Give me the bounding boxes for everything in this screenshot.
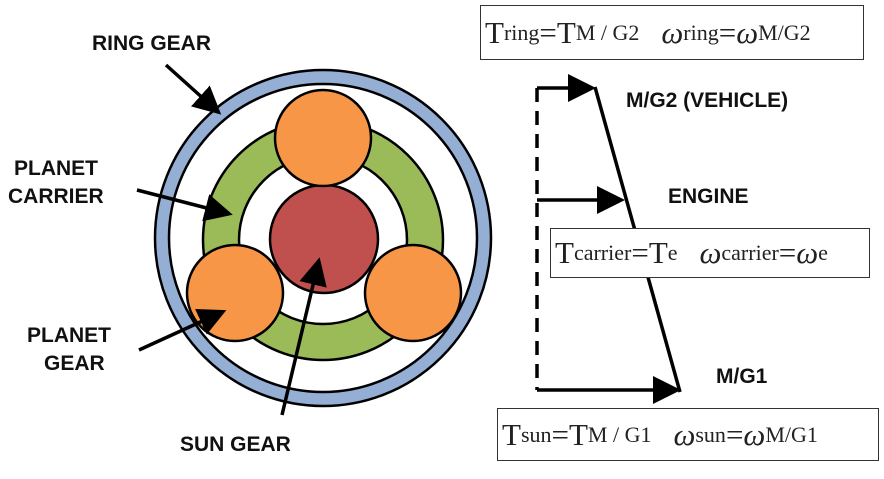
eq-subscript: ring	[503, 19, 540, 45]
eq-symbol: ω	[673, 416, 696, 452]
eq-sign: =	[551, 416, 569, 452]
eq-symbol: T	[568, 416, 588, 452]
eq-symbol: ω	[699, 235, 722, 270]
eq-sign: =	[539, 14, 557, 50]
planet-carrier-label-line1: PLANET	[14, 157, 98, 180]
planet-gear-right	[363, 243, 463, 343]
eq-subscript: e	[818, 240, 828, 265]
eq-subscript: M / G1	[587, 421, 652, 447]
mg2-label: M/G2 (VEHICLE)	[626, 89, 789, 112]
eq-symbol: T	[502, 416, 521, 452]
eq-symbol: ω	[661, 14, 684, 50]
sun-gear	[268, 183, 380, 295]
eq-symbol: T	[556, 14, 576, 50]
planet-carrier-arrow	[136, 188, 233, 222]
eq-subscript: sun	[520, 421, 552, 447]
eq-subscript: ring	[683, 19, 719, 45]
sun-gear-arrow	[280, 257, 327, 416]
eq-subscript: carrier	[721, 240, 779, 265]
eq-subscript: M / G2	[575, 19, 640, 45]
planet-gear-arrow	[138, 308, 227, 352]
eq-symbol: ω	[743, 416, 766, 452]
eq-subscript: sun	[695, 421, 726, 447]
eq-sign: =	[725, 416, 744, 452]
eq-symbol: ω	[736, 14, 759, 50]
eq-sign: =	[778, 235, 797, 270]
planet-gear-top	[273, 88, 373, 188]
eq-symbol: T	[648, 235, 668, 270]
ring-gear-outer-edge	[153, 68, 493, 408]
ring-gear	[155, 70, 491, 406]
ring-gear-inner-edge	[167, 82, 479, 394]
eq-subscript: M/G2	[758, 19, 811, 45]
eq-sign: =	[718, 14, 737, 50]
ring-gear-label: RING GEAR	[92, 32, 212, 55]
ring-gear-arrow	[164, 63, 222, 115]
eq-symbol: ω	[796, 235, 819, 270]
eq-subscript: e	[667, 240, 678, 265]
planet-gear-left	[185, 243, 285, 343]
sun-gear-label: SUN GEAR	[180, 433, 291, 456]
eq-symbol: T	[485, 14, 504, 50]
engine-label: ENGINE	[668, 185, 749, 208]
planet-carrier-label-line2: CARRIER	[8, 185, 104, 208]
eq-sign: =	[631, 235, 649, 270]
mg1-label: M/G1	[716, 365, 768, 388]
eq-symbol: T	[555, 235, 574, 270]
eq-subscript: M/G1	[765, 421, 818, 447]
planet-gear-label-line1: PLANET	[27, 324, 111, 347]
planet-gear-label-line2: GEAR	[44, 352, 105, 375]
eq-subscript: carrier	[573, 240, 632, 265]
